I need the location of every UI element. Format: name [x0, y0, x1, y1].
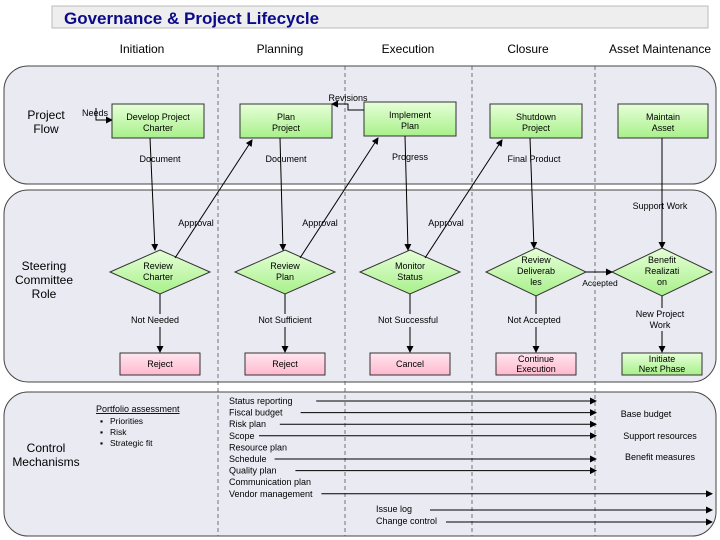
final-product-arrow: [529, 137, 538, 249]
change-control: Change control: [376, 516, 437, 526]
output-document-2: Document: [265, 154, 307, 164]
plan-arrows: [259, 397, 713, 498]
action-reject-2: Reject: [244, 352, 326, 376]
svg-text:▪: ▪: [100, 427, 103, 437]
outcome-not-sufficient: Not Sufficient: [258, 315, 312, 325]
title-bar: [51, 5, 709, 29]
svg-text:Reject: Reject: [147, 359, 173, 369]
needs-label: Needs: [82, 108, 109, 118]
plan-item: Scope: [229, 431, 255, 441]
svg-text:▪: ▪: [100, 438, 103, 448]
doc-arrow-2: [279, 137, 287, 251]
phase-planning: Planning: [257, 42, 304, 56]
support-resources: Support resources: [623, 431, 697, 441]
plan-item: Quality plan: [229, 466, 277, 476]
output-document-1: Document: [139, 154, 181, 164]
issue-log: Issue log: [376, 504, 412, 514]
phase-asset-maintenance: Asset Maintenance: [609, 42, 711, 56]
revisions-arrow: [331, 100, 364, 111]
approval-3: Approval: [428, 218, 464, 228]
portfolio-item: Risk: [110, 427, 127, 437]
doc-arrow-1: [149, 137, 159, 251]
page-title: Governance & Project Lifecycle: [64, 9, 319, 28]
portfolio-list: ▪ Priorities ▪ Risk ▪ Strategic fit: [100, 416, 153, 448]
outcome-not-needed: Not Needed: [131, 315, 179, 325]
action-cancel: Cancel: [369, 352, 451, 376]
accepted-label: Accepted: [582, 278, 618, 288]
phase-initiation: Initiation: [120, 42, 165, 56]
phase-execution: Execution: [382, 42, 435, 56]
plan-item: Schedule: [229, 454, 267, 464]
needs-arrow: [95, 108, 113, 124]
outcome-not-successful: Not Successful: [378, 315, 438, 325]
approval-1: Approval: [178, 218, 214, 228]
portfolio-item: Strategic fit: [110, 438, 153, 448]
action-reject-1: Reject: [119, 352, 201, 376]
plan-item: Risk plan: [229, 419, 266, 429]
progress-arrow: [404, 135, 412, 251]
plan-item: Vendor management: [229, 489, 313, 499]
plan-item: Status reporting: [229, 396, 293, 406]
approval-arrow-1: [174, 139, 253, 259]
svg-text:Reject: Reject: [272, 359, 298, 369]
approval-arrow-3: [424, 139, 503, 259]
lane-project-flow: [3, 65, 717, 185]
lane-steering: [3, 189, 717, 383]
benefit-measures: Benefit measures: [625, 452, 696, 462]
plan-item: Fiscal budget: [229, 408, 283, 418]
phase-closure: Closure: [507, 42, 549, 56]
approval-2: Approval: [302, 218, 338, 228]
base-budget: Base budget: [621, 409, 672, 419]
output-final-product: Final Product: [507, 154, 561, 164]
outcome-not-accepted: Not Accepted: [507, 315, 561, 325]
support-work-label: Support Work: [633, 201, 688, 211]
output-progress: Progress: [392, 152, 429, 162]
svg-text:▪: ▪: [100, 416, 103, 426]
lane-control: [3, 391, 717, 537]
portfolio-title: Portfolio assessment: [96, 404, 180, 414]
portfolio-item: Priorities: [110, 416, 143, 426]
svg-text:Cancel: Cancel: [396, 359, 424, 369]
approval-arrow-2: [299, 137, 379, 259]
revisions-label: Revisions: [328, 93, 368, 103]
plan-item: Communication plan: [229, 477, 311, 487]
plan-item: Resource plan: [229, 442, 287, 452]
